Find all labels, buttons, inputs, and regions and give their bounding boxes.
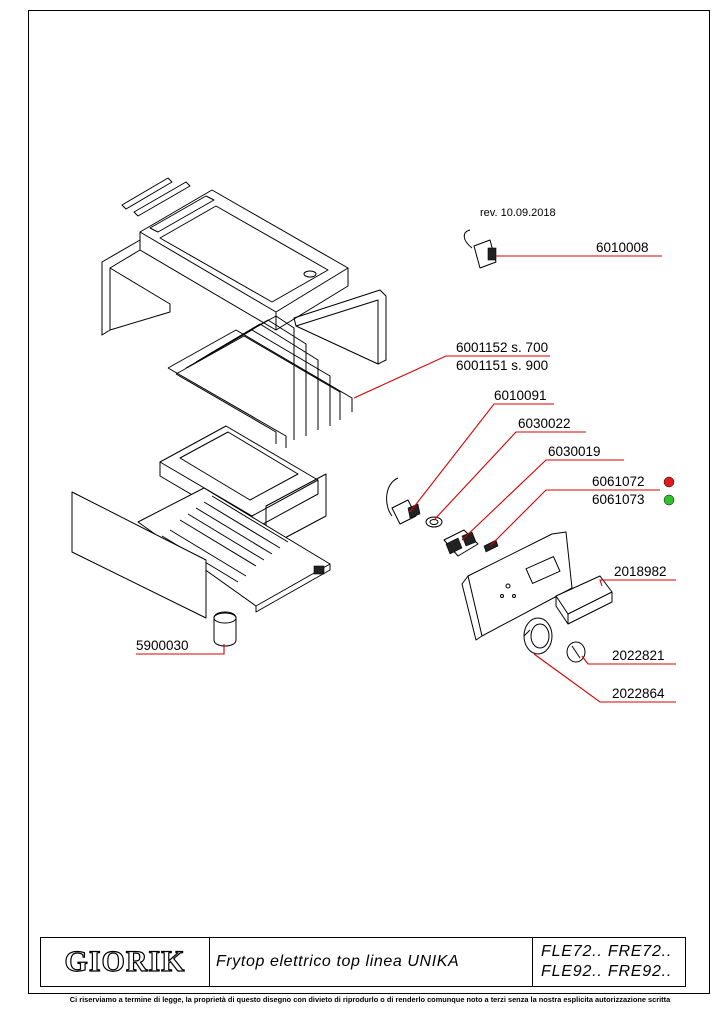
green-indicator-dot [663, 494, 675, 506]
leader-6030019 [461, 459, 624, 541]
leader-6010091 [409, 403, 554, 513]
leader-6030022 [433, 431, 586, 521]
control-panel [461, 531, 573, 641]
part-label-2018982: 2018982 [614, 564, 667, 579]
part-label-6061072: 6061072 [592, 474, 645, 489]
base-and-front-panel [71, 487, 331, 647]
model-line-2: FLE92.. FRE92.. [541, 963, 673, 980]
leader-5900030 [136, 644, 225, 655]
part-label-6001152: 6001152 s. 700 [456, 340, 548, 355]
copyright-disclaimer: Ci riserviamo a termine di legge, la pro… [69, 995, 671, 1004]
part-label-6030019: 6030019 [548, 444, 601, 459]
bushing-6030022 [425, 516, 443, 528]
frytop-top-assembly [101, 177, 387, 365]
revision-label: rev. 10.09.2018 [480, 207, 556, 219]
drawer-2018982 [555, 575, 613, 625]
part-label-6061073: 6061073 [592, 492, 645, 507]
knob-2022821 [566, 641, 586, 663]
thermostat-6010091 [386, 477, 421, 525]
part-label-6030022: 6030022 [518, 416, 571, 431]
leader-2022864 [533, 653, 676, 703]
title-block: GIORIK Frytop elettrico top linea UNIKA … [40, 937, 686, 987]
leader-2018982 [599, 579, 676, 587]
giorik-logo: GIORIK [64, 944, 186, 978]
logo-cell: GIORIK [41, 938, 210, 986]
part-label-6001151: 6001151 s. 900 [456, 358, 548, 373]
part-label-2022821: 2022821 [612, 648, 665, 663]
red-indicator-dot [663, 476, 675, 488]
part-label-5900030: 5900030 [136, 638, 189, 653]
product-description: Frytop elettrico top linea UNIKA [216, 953, 460, 970]
leader-lines [136, 255, 676, 703]
models-cell: FLE72.. FRE72.. FLE92.. FRE92.. [533, 938, 685, 986]
part-label-2022864: 2022864 [612, 686, 665, 701]
leader-2022821 [581, 655, 676, 665]
model-line-1: FLE72.. FRE72.. [541, 943, 673, 960]
thermostat-6010008 [463, 229, 497, 269]
part-label-6010091: 6010091 [494, 388, 547, 403]
knob-ring-2022864 [523, 617, 553, 655]
leader-6061072 [489, 489, 660, 547]
drawing-frame [28, 10, 710, 994]
leader-6001152 [353, 355, 550, 399]
switch-6030019 [443, 529, 479, 557]
heating-elements [167, 315, 353, 448]
indicator-light [483, 539, 499, 553]
description-cell: Frytop elettrico top linea UNIKA [210, 938, 533, 986]
part-label-6010008: 6010008 [596, 240, 649, 255]
